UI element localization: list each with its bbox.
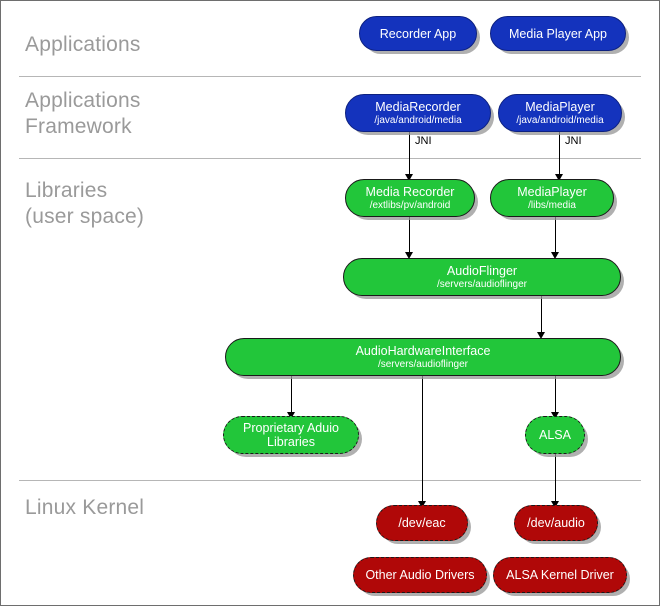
node-proprietary-audio-libs-title: Proprietary Aduio: [243, 421, 339, 435]
node-audioflinger[interactable]: AudioFlinger /servers/audioflinger: [343, 258, 621, 296]
node-alsa-title: ALSA: [539, 428, 571, 442]
node-mediarecorder-framework-title: MediaRecorder: [375, 99, 461, 114]
node-media-recorder-lib-subtitle: /extlibs/pv/android: [369, 199, 451, 211]
node-media-recorder-lib-title: Media Recorder: [365, 184, 455, 199]
node-mediarecorder-framework-subtitle: /java/android/media: [374, 114, 462, 126]
arrowhead-mediaplayer-jni: [555, 174, 563, 181]
connector-mediaplayer-to-audioflinger: [555, 217, 556, 254]
divider-applications: [19, 76, 641, 77]
layer-label-libraries: Libraries (user space): [25, 179, 145, 228]
edge-label-jni-right: JNI: [565, 135, 582, 147]
arrowhead-mediaplayer-to-audioflinger: [551, 252, 559, 259]
node-media-recorder-lib[interactable]: Media Recorder /extlibs/pv/android: [345, 179, 475, 217]
node-audioflinger-subtitle: /servers/audioflinger: [436, 278, 528, 290]
arrowhead-audioflinger-to-audiohardwareinterface: [537, 332, 545, 339]
node-dev-eac[interactable]: /dev/eac: [376, 505, 468, 541]
arrowhead-media-recorder-to-audioflinger: [405, 252, 413, 259]
layer-label-applications-framework: Applications Framework: [25, 89, 141, 138]
connector-mediaplayer-jni: [559, 132, 560, 178]
node-mediaplayer-framework-subtitle: /java/android/media: [516, 114, 604, 126]
node-mediaplayer-lib[interactable]: MediaPlayer /libs/media: [490, 179, 614, 217]
node-mediaplayer-lib-title: MediaPlayer: [517, 184, 587, 199]
node-proprietary-audio-libs[interactable]: Proprietary Aduio Libraries: [223, 416, 359, 454]
node-media-player-app-title: Media Player App: [509, 26, 607, 41]
node-other-audio-drivers-title: Other Audio Drivers: [365, 568, 475, 582]
connector-mediarecorder-jni: [409, 132, 410, 178]
divider-linux-kernel: [19, 480, 641, 481]
layer-label-linux-kernel: Linux Kernel: [25, 496, 145, 519]
node-media-player-app[interactable]: Media Player App: [490, 16, 626, 51]
node-audioflinger-title: AudioFlinger: [446, 263, 518, 278]
node-dev-eac-title: /dev/eac: [398, 516, 446, 530]
connector-media-recorder-to-audioflinger: [409, 217, 410, 254]
node-alsa[interactable]: ALSA: [525, 416, 585, 454]
layer-label-applications: Applications: [25, 33, 141, 56]
node-proprietary-audio-libs-subtitle: Libraries: [267, 435, 315, 449]
node-audiohardwareinterface-title: AudioHardwareInterface: [355, 343, 491, 358]
node-audiohardwareinterface-subtitle: /servers/audioflinger: [377, 358, 469, 370]
node-recorder-app[interactable]: Recorder App: [359, 16, 477, 51]
connector-ahi-to-proprietary-audio-libs: [291, 376, 292, 414]
node-alsa-kernel-driver[interactable]: ALSA Kernel Driver: [493, 557, 627, 593]
node-other-audio-drivers[interactable]: Other Audio Drivers: [353, 557, 487, 593]
connector-audioflinger-to-audiohardwareinterface: [541, 296, 542, 334]
node-recorder-app-title: Recorder App: [379, 26, 457, 41]
node-mediaplayer-lib-subtitle: /libs/media: [528, 199, 576, 211]
connector-alsa-to-dev-audio: [555, 454, 556, 503]
arrowhead-mediarecorder-jni: [405, 174, 413, 181]
connector-ahi-to-dev-eac: [422, 376, 423, 503]
node-mediaplayer-framework[interactable]: MediaPlayer /java/android/media: [498, 94, 622, 132]
divider-applications-framework: [19, 158, 641, 159]
node-mediarecorder-framework[interactable]: MediaRecorder /java/android/media: [345, 94, 491, 132]
connector-ahi-to-alsa: [555, 376, 556, 414]
node-audiohardwareinterface[interactable]: AudioHardwareInterface /servers/audiofli…: [225, 338, 621, 376]
node-mediaplayer-framework-title: MediaPlayer: [525, 99, 595, 114]
node-alsa-kernel-driver-title: ALSA Kernel Driver: [506, 568, 614, 582]
node-dev-audio[interactable]: /dev/audio: [514, 505, 598, 541]
edge-label-jni-left: JNI: [415, 135, 432, 147]
node-dev-audio-title: /dev/audio: [527, 516, 585, 530]
